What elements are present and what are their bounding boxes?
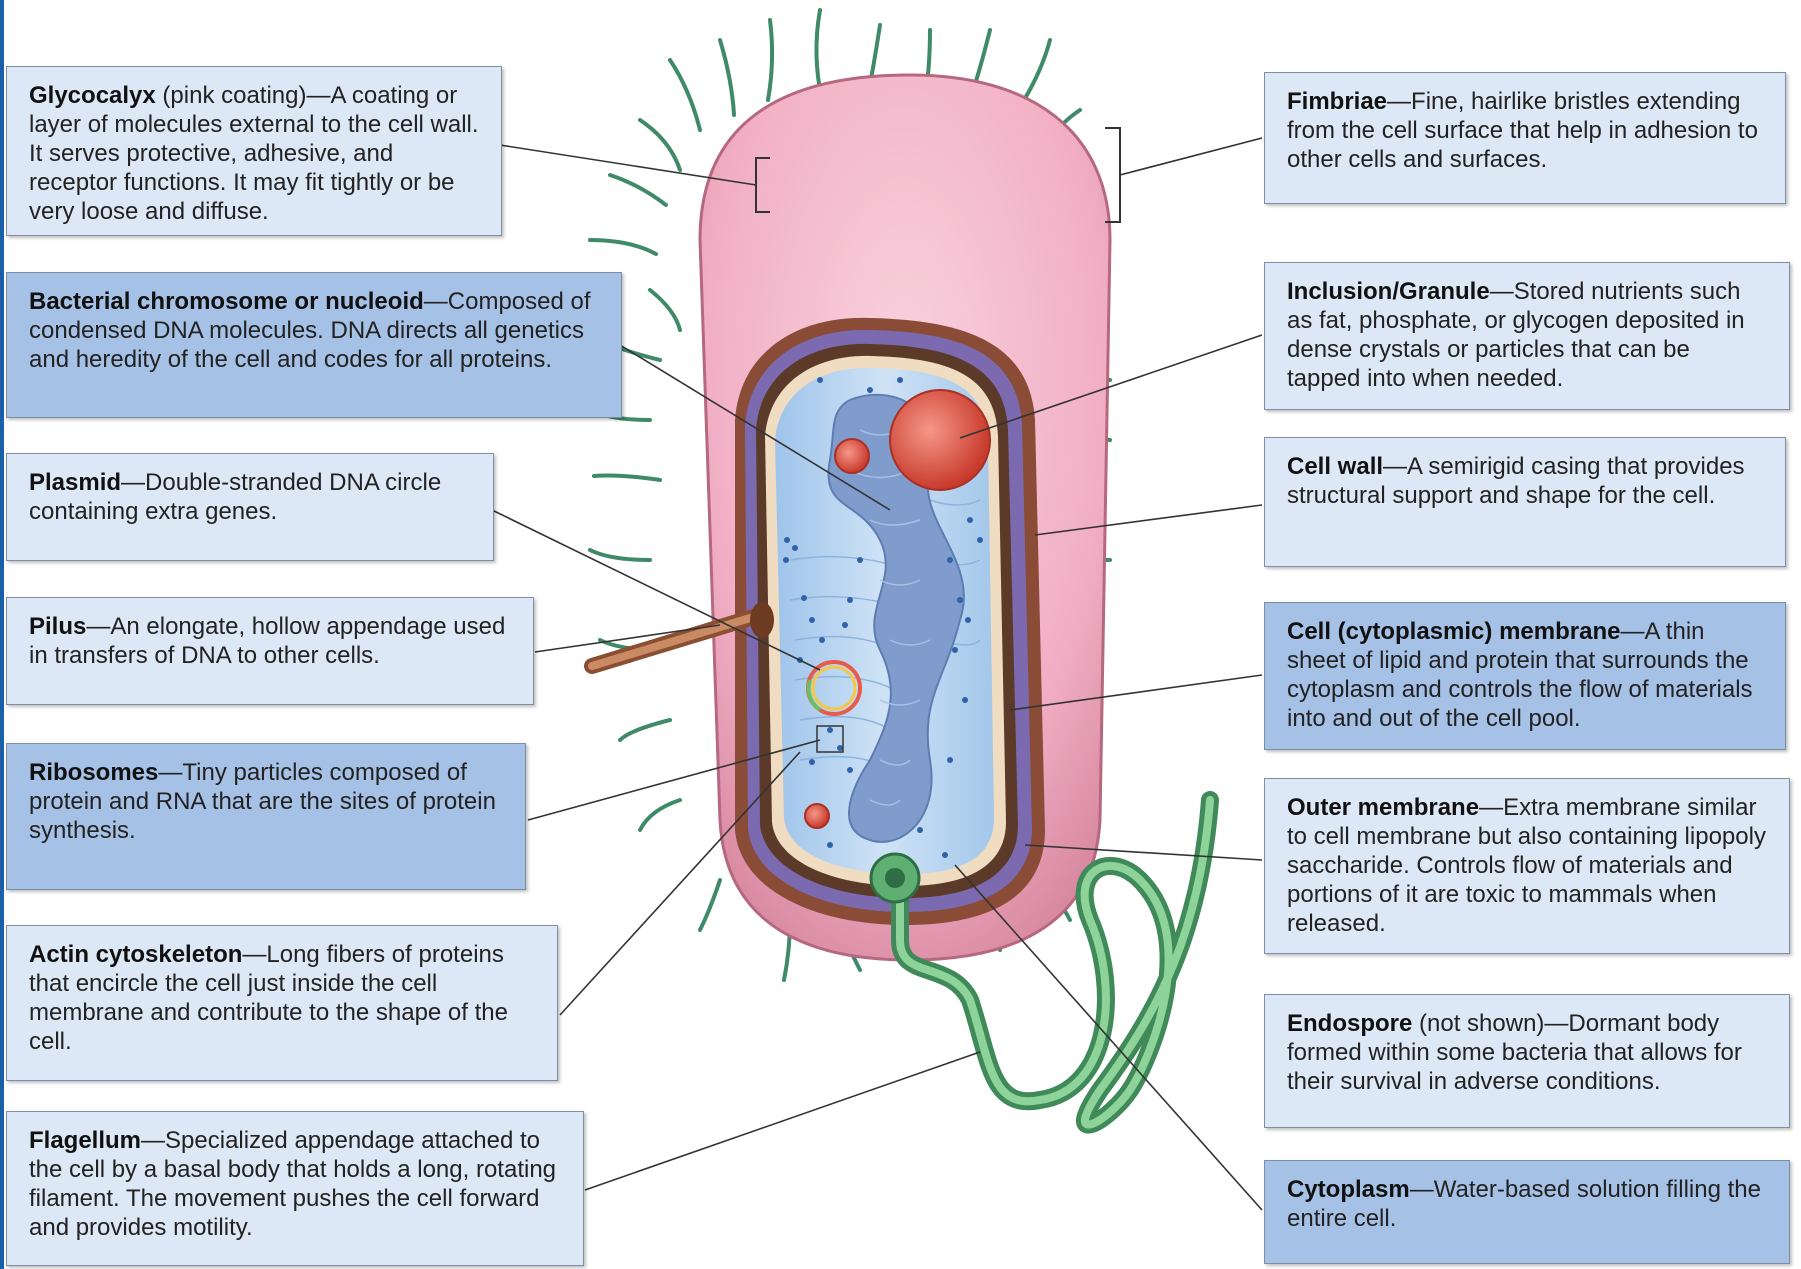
label-flagellum: Flagellum—Specialized appendage attached… [6,1111,584,1266]
term-glycocalyx: Glycocalyx [29,82,156,109]
term-flagellum: Flagellum [29,1127,141,1154]
term-inclusion: Inclusion/Granule [1287,278,1490,305]
term-ribosomes: Ribosomes [29,759,158,786]
term-plasmid: Plasmid [29,469,121,496]
label-actin-cytoskeleton: Actin cytoskeleton—Long fibers of protei… [6,925,558,1081]
pilus-base [750,602,774,638]
small-granule [805,804,829,828]
label-glycocalyx: Glycocalyx (pink coating)—A coating or l… [6,66,502,236]
term-actin: Actin cytoskeleton [29,941,242,968]
term-fimbriae: Fimbriae [1287,88,1387,115]
label-fimbriae: Fimbriae—Fine, hairlike bristles extendi… [1264,72,1786,204]
label-cell-membrane: Cell (cytoplasmic) membrane—A thin sheet… [1264,602,1786,750]
inclusion-granule [890,390,990,490]
term-endospore: Endospore [1287,1010,1412,1037]
term-cell-wall: Cell wall [1287,453,1383,480]
term-outer-membrane: Outer membrane [1287,794,1479,821]
label-pilus: Pilus—An elongate, hollow appendage used… [6,597,534,705]
label-inclusion-granule: Inclusion/Granule—Stored nutrients such … [1264,262,1790,410]
label-endospore: Endospore (not shown)—Dormant body forme… [1264,994,1790,1128]
flagellum-hook [885,868,905,888]
label-outer-membrane: Outer membrane—Extra membrane similar to… [1264,778,1790,954]
label-cytoplasm: Cytoplasm—Water-based solution filling t… [1264,1160,1790,1264]
term-cytoplasm: Cytoplasm [1287,1176,1410,1203]
term-cell-membrane: Cell (cytoplasmic) membrane [1287,618,1620,645]
desc-pilus: —An elongate, hollow appendage used in t… [29,613,505,669]
label-bacterial-chromosome: Bacterial chromosome or nucleoid—Compose… [6,272,622,418]
label-plasmid: Plasmid—Double-stranded DNA circle conta… [6,453,494,561]
small-granule [835,439,869,473]
term-pilus: Pilus [29,613,86,640]
label-cell-wall: Cell wall—A semirigid casing that provid… [1264,437,1786,567]
label-ribosomes: Ribosomes—Tiny particles composed of pro… [6,743,526,890]
term-chromosome: Bacterial chromosome or nucleoid [29,288,424,315]
